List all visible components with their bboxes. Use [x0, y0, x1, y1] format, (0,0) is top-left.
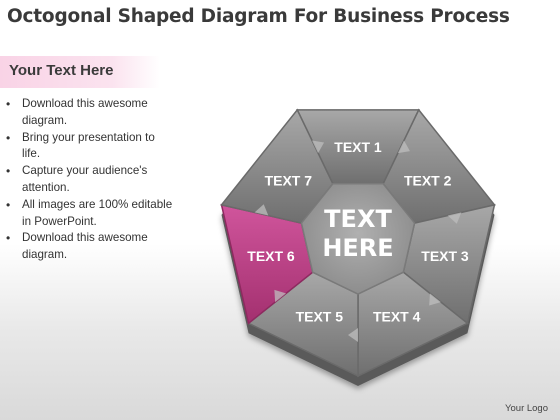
bullet-item: Download this awesome diagram. [6, 230, 176, 264]
segment-label-4: TEXT 4 [373, 308, 421, 324]
arrow-2 [397, 140, 410, 154]
diagram-segments [220, 108, 496, 378]
arrow-5 [348, 328, 358, 342]
segment-label-6: TEXT 6 [247, 248, 295, 264]
bullet-item: Bring your presentation to life. [6, 130, 176, 164]
center-label-line2: HERE [322, 234, 393, 262]
center-label-line1: TEXT [324, 205, 392, 233]
segment-label-5: TEXT 5 [296, 308, 344, 324]
segment-label-3: TEXT 3 [421, 248, 469, 264]
segment-label-7: TEXT 7 [265, 172, 313, 188]
segment-label-1: TEXT 1 [334, 139, 382, 155]
arrow-7 [254, 204, 269, 216]
arrow-4 [429, 293, 441, 306]
bullet-item: Capture your audience's attention. [6, 163, 176, 197]
arrow-1 [312, 140, 325, 154]
bullet-item: Download this awesome diagram. [6, 96, 176, 130]
subtitle-band [0, 56, 160, 88]
subtitle: Your Text Here [9, 62, 114, 79]
logo-text: Your Logo [505, 403, 548, 414]
segment-label-2: TEXT 2 [404, 172, 452, 188]
center-hub [300, 182, 416, 295]
arrow-6 [274, 289, 287, 303]
arrow-3 [447, 212, 462, 224]
bullet-list: Download this awesome diagram. Bring you… [6, 96, 176, 264]
bullet-item: All images are 100% editable in PowerPoi… [6, 197, 176, 231]
diagram-arrows [254, 140, 462, 342]
slide-title: Octogonal Shaped Diagram For Business Pr… [7, 6, 510, 27]
